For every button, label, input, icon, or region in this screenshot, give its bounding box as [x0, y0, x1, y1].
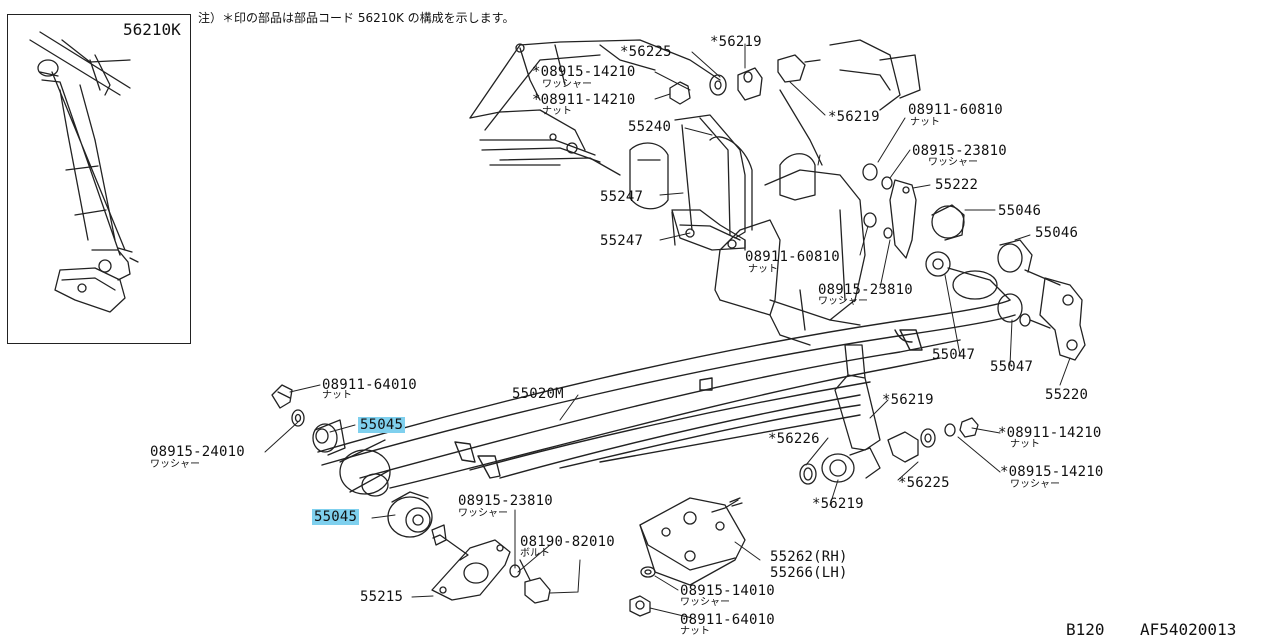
inset-code-label: 56210K: [123, 20, 181, 39]
part-label-08911-60810b[interactable]: 08911-60810: [745, 249, 840, 265]
leaf-spring-drawing: [317, 299, 1016, 489]
frame-rail-drawing: [469, 39, 721, 176]
part-label-08911-64010a[interactable]: 08911-64010: [322, 377, 417, 393]
part-sub-08915-24010: ワッシャー: [150, 459, 200, 470]
axle-housing-drawing: [714, 153, 866, 346]
part-label-55220[interactable]: 55220: [1045, 387, 1089, 403]
inset-shock-absorber-drawing: [29, 31, 139, 313]
part-sub-08911-60810a: ナット: [910, 117, 940, 128]
part-label-55045a[interactable]: 55045: [358, 417, 406, 433]
part-label-55222[interactable]: 55222: [935, 177, 979, 193]
part-sub-08911-64010b: ナット: [680, 626, 710, 637]
part-label-08915-14010[interactable]: 08915-14010: [680, 583, 775, 599]
part-label-08911-14210a[interactable]: *08911-14210: [532, 92, 636, 108]
part-label-55247b[interactable]: 55247: [600, 233, 644, 249]
part-label-08915-23810b[interactable]: 08915-23810: [818, 282, 913, 298]
part-sub-08915-23810a: ワッシャー: [928, 157, 978, 168]
part-label-08915-14210a[interactable]: *08915-14210: [532, 64, 636, 80]
part-sub-08915-14010: ワッシャー: [680, 597, 730, 608]
part-label-55215[interactable]: 55215: [360, 589, 404, 605]
upper-shock-mount-drawing: [669, 39, 921, 166]
part-label-08911-64010b[interactable]: 08911-64010: [680, 612, 775, 628]
part-label-55046b[interactable]: 55046: [1035, 225, 1079, 241]
part-label-08915-24010[interactable]: 08915-24010: [150, 444, 245, 460]
rear-shackle-drawing: [862, 163, 1086, 361]
part-label-55247a[interactable]: 55247: [600, 189, 644, 205]
part-sub-08911-14210b: ナット: [1010, 439, 1040, 450]
part-label-56219a[interactable]: *56219: [710, 34, 762, 50]
part-label-55045b[interactable]: 55045: [312, 509, 360, 525]
part-label-56225b[interactable]: *56225: [898, 475, 950, 491]
part-sub-08915-23810c: ワッシャー: [458, 508, 508, 519]
part-label-55266[interactable]: 55266(LH): [770, 565, 848, 581]
part-sub-08911-14210a: ナット: [542, 106, 572, 117]
part-label-08915-14210b[interactable]: *08915-14210: [1000, 464, 1104, 480]
front-eye-bushing-drawing: [271, 384, 433, 538]
inset-frame: [7, 14, 191, 344]
part-sub-08915-14210b: ワッシャー: [1010, 479, 1060, 490]
part-label-55020M[interactable]: 55020M: [512, 386, 564, 402]
u-bolt-drawing: [629, 114, 753, 251]
note-text: 注）＊印の部品は部品コード 56210K の構成を示します。: [198, 11, 515, 25]
part-sub-08911-64010a: ナット: [322, 390, 352, 401]
part-label-56219b[interactable]: *56219: [828, 109, 880, 125]
part-sub-08915-23810b: ワッシャー: [818, 296, 868, 307]
part-label-08911-60810a[interactable]: 08911-60810: [908, 102, 1003, 118]
part-label-56219d[interactable]: *56219: [812, 496, 864, 512]
spring-hanger-55215-drawing: [431, 524, 511, 601]
part-label-08190-82010[interactable]: 08190-82010: [520, 534, 615, 550]
part-label-56226[interactable]: *56226: [768, 431, 820, 447]
part-label-55240[interactable]: 55240: [628, 119, 672, 135]
part-label-08911-14210b[interactable]: *08911-14210: [998, 425, 1102, 441]
shackle-bolt-drawing: [509, 559, 551, 604]
part-label-55046a[interactable]: 55046: [998, 203, 1042, 219]
shock-absorber-drawing: [799, 344, 979, 485]
part-label-56225a[interactable]: *56225: [620, 44, 672, 60]
part-sub-08911-60810b: ナット: [748, 264, 778, 275]
part-label-55047a[interactable]: 55047: [932, 347, 976, 363]
part-highlight-55045a: 55045: [358, 417, 406, 433]
leader-lines: [264, 43, 1071, 619]
part-highlight-55045b: 55045: [312, 509, 360, 525]
part-label-08915-23810a[interactable]: 08915-23810: [912, 143, 1007, 159]
shock-mount-plate-drawing: [629, 497, 746, 617]
figure-code: AF54020013: [1140, 620, 1237, 639]
part-sub-08915-14210a: ワッシャー: [542, 79, 592, 90]
part-label-08915-23810c[interactable]: 08915-23810: [458, 493, 553, 509]
part-sub-08190-82010: ボルト: [520, 548, 550, 559]
part-label-56219c[interactable]: *56219: [882, 392, 934, 408]
part-label-55047b[interactable]: 55047: [990, 359, 1034, 375]
part-label-55262[interactable]: 55262(RH): [770, 549, 848, 565]
model-code: B120: [1066, 620, 1105, 639]
